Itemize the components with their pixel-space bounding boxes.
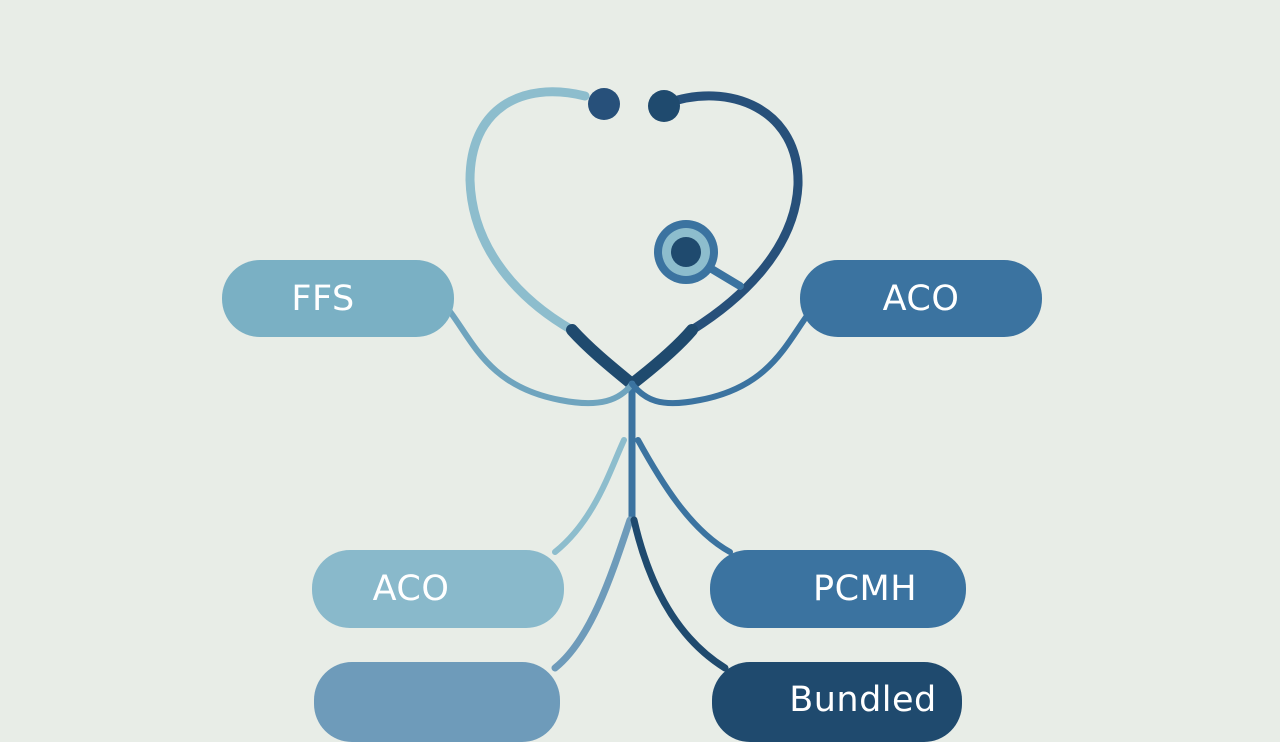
node-bundled: Bundled — [712, 662, 962, 742]
connector-lines — [437, 87, 823, 672]
node-ffs-label: FFS — [291, 278, 355, 319]
node-pcmh-label: PCMH — [812, 569, 918, 609]
node-bundled-label: Bundled — [789, 680, 937, 720]
node-aco-right: ACO — [800, 260, 1042, 337]
node-pcmh: PCMH — [710, 550, 966, 628]
node-bottom-left — [314, 662, 560, 742]
earpiece-right — [648, 90, 680, 122]
node-aco-left: ACO — [312, 550, 564, 628]
earpiece-left — [588, 88, 620, 120]
node-aco-left-label: ACO — [372, 569, 450, 609]
chestpiece — [654, 220, 718, 284]
stethoscope-icon — [437, 87, 823, 672]
node-ffs: FFS — [222, 260, 454, 337]
node-aco-right-label: ACO — [882, 278, 960, 319]
diagram-canvas: FFS ACO ACO PCMH Bundled — [222, 87, 1042, 742]
